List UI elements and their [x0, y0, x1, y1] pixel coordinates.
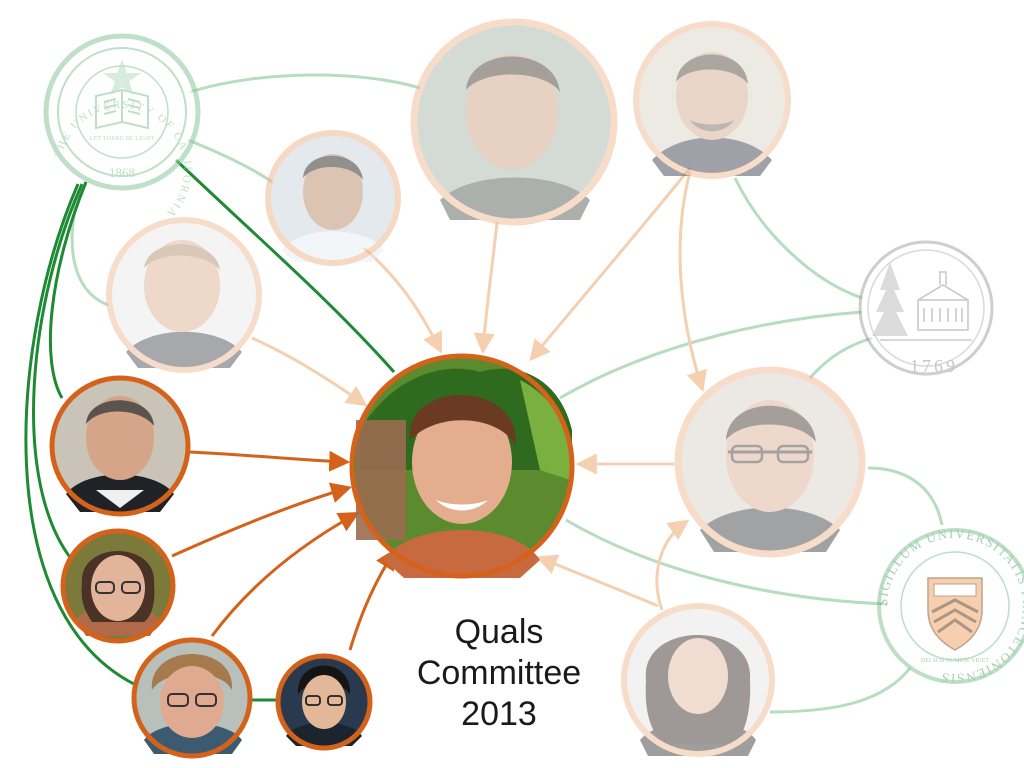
portrait-center-student [352, 356, 572, 578]
edge-uc-top-center [190, 75, 420, 92]
portrait-committee-4 [278, 656, 370, 748]
arrow-committee-1-to-center [190, 452, 346, 462]
edge-right-faded-princeton [868, 468, 942, 525]
edge-uc-upper-left-small [188, 140, 272, 182]
caption-line-2: Committee [392, 653, 606, 694]
edge-bottom-right-princeton [770, 668, 910, 712]
arrow-committee-2-to-center [172, 488, 348, 556]
arrow-top-center-to-center [483, 222, 497, 350]
uc-seal-year: 1868 [109, 165, 135, 180]
arrow-top-right-to-right-faded [680, 172, 702, 388]
uc-seal: THE UNIVERSITY OF CALIFORNIA LET THERE B… [46, 36, 198, 220]
portrait-bottom-right-faded [624, 606, 772, 756]
dartmouth-seal: 1769 [860, 242, 992, 376]
portrait-right-faded [678, 370, 862, 554]
dartmouth-seal-year: 1769 [910, 356, 958, 376]
arrow-bottom-right-to-center [540, 558, 658, 606]
portrait-upper-left-small [268, 133, 398, 263]
caption-line-1: Quals [392, 612, 606, 653]
edge-right-faded-dartmouth [810, 338, 872, 378]
portrait-left-faded [109, 220, 259, 370]
diagram-caption: Quals Committee 2013 [392, 612, 606, 735]
caption-line-3: 2013 [392, 694, 606, 735]
uc-seal-motto: LET THERE BE LIGHT [89, 135, 154, 142]
portrait-committee-1 [52, 378, 188, 514]
arrow-left-faded-to-center [252, 338, 364, 404]
portrait-committee-3 [134, 640, 250, 756]
princeton-seal-motto: DEI SUB NUMINE VIGET [921, 658, 989, 664]
portrait-top-center [414, 22, 614, 222]
portrait-top-right [636, 24, 788, 176]
portrait-committee-2 [63, 531, 173, 641]
princeton-seal: SIGILLUM UNIVERSITATIS PRINCETONIENSIS D… [875, 526, 1024, 686]
arrow-committee-3-to-center [212, 514, 356, 636]
edge-top-right-dartmouth [735, 178, 862, 298]
arrow-committee-4-to-center [350, 552, 394, 650]
arrow-upper-left-small-to-center [364, 248, 440, 350]
